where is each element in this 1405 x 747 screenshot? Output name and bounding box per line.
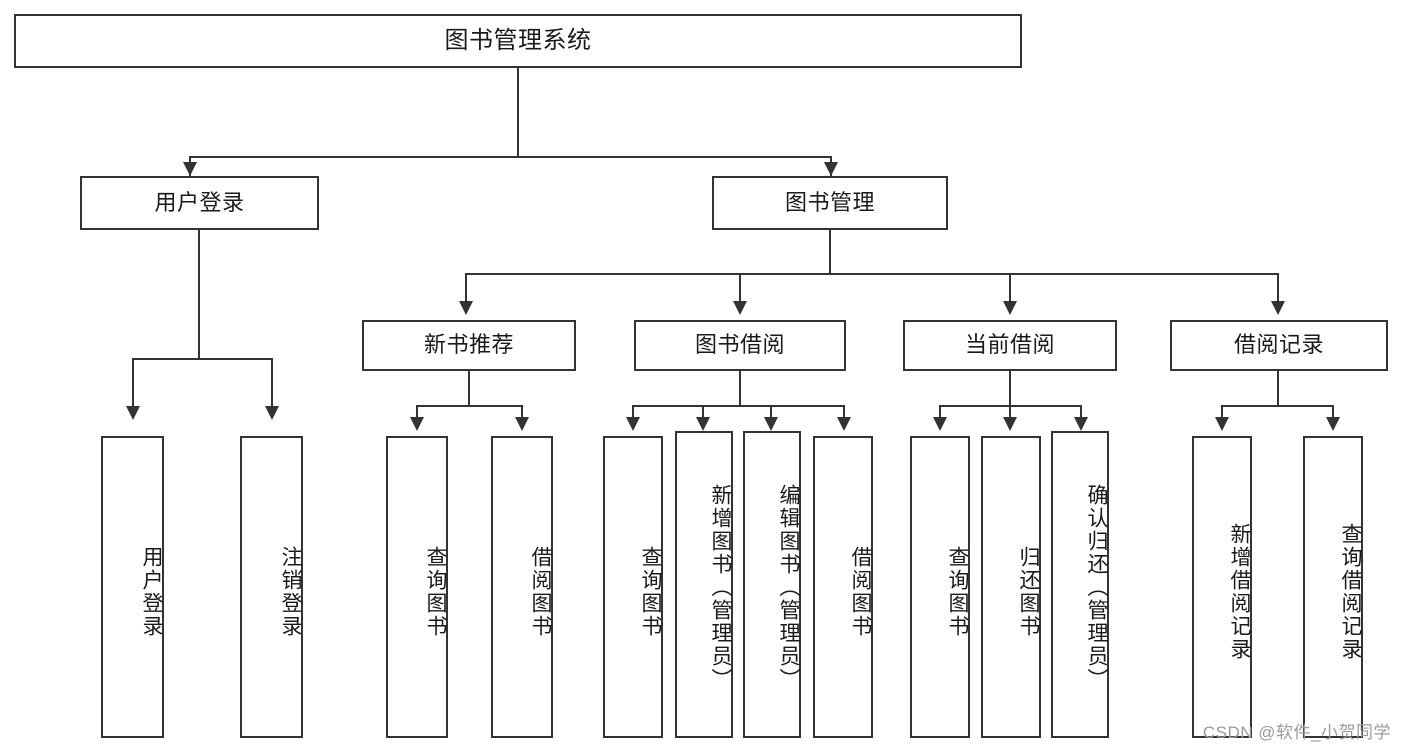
edge-currentborrow-stem xyxy=(1009,371,1011,407)
leaf-bookborrow-query-book[interactable]: 查询图书 xyxy=(603,436,663,738)
edge-drop-br-query xyxy=(1332,405,1334,419)
node-book-borrow[interactable]: 图书借阅 xyxy=(634,320,846,371)
arrow-leaf-user-login xyxy=(126,406,140,420)
arrow-cb-query xyxy=(933,417,947,431)
edge-bookborrow-stem xyxy=(739,371,741,407)
arrow-nb-borrow xyxy=(515,417,529,431)
arrow-book-mgmt xyxy=(824,162,838,176)
edge-bookmgmt-stem xyxy=(829,230,831,275)
node-current-borrow[interactable]: 当前借阅 xyxy=(903,320,1117,371)
edge-drop-nb-query xyxy=(416,405,418,419)
leaf-currentborrow-query-book[interactable]: 查询图书 xyxy=(910,436,970,738)
arrow-nb-query xyxy=(410,417,424,431)
arrow-bb-borrow xyxy=(837,417,851,431)
arrow-br-query xyxy=(1326,417,1340,431)
edge-drop-br-add xyxy=(1221,405,1223,419)
leaf-currentborrow-return-book[interactable]: 归还图书 xyxy=(981,436,1041,738)
edge-drop-current-borrow xyxy=(1009,273,1011,303)
edge-drop-leaf-logout xyxy=(271,358,273,408)
edge-drop-bb-add xyxy=(702,405,704,419)
node-borrow-record[interactable]: 借阅记录 xyxy=(1170,320,1388,371)
node-user-login[interactable]: 用户登录 xyxy=(80,176,319,230)
arrow-bb-query xyxy=(626,417,640,431)
leaf-bookborrow-edit-book-admin[interactable]: 编辑图书（管理员） xyxy=(743,431,801,738)
arrow-new-book xyxy=(459,301,473,315)
edge-newbook-bus xyxy=(417,405,523,407)
edge-borrowrecord-stem xyxy=(1277,371,1279,407)
leaf-borrowrecord-query-record[interactable]: 查询借阅记录 xyxy=(1303,436,1363,738)
node-new-book-recommend[interactable]: 新书推荐 xyxy=(362,320,576,371)
arrow-borrow-record xyxy=(1271,301,1285,315)
node-book-management[interactable]: 图书管理 xyxy=(712,176,948,230)
edge-userlogin-bus xyxy=(133,358,273,360)
edge-drop-borrow-record xyxy=(1277,273,1279,303)
edge-drop-cb-confirm xyxy=(1080,405,1082,419)
leaf-borrowrecord-add-record[interactable]: 新增借阅记录 xyxy=(1192,436,1252,738)
edge-level1-bus xyxy=(190,156,832,158)
arrow-current-borrow xyxy=(1003,301,1017,315)
arrow-bb-edit xyxy=(764,417,778,431)
edge-drop-leaf-user-login xyxy=(132,358,134,408)
arrow-cb-return xyxy=(1003,417,1017,431)
arrow-cb-confirm xyxy=(1074,417,1088,431)
arrow-leaf-logout xyxy=(265,406,279,420)
leaf-bookborrow-add-book-admin[interactable]: 新增图书（管理员） xyxy=(675,431,733,738)
edge-drop-nb-borrow xyxy=(521,405,523,419)
edge-borrowrecord-bus xyxy=(1222,405,1334,407)
edge-bookborrow-bus xyxy=(633,405,845,407)
edge-drop-book-borrow xyxy=(739,273,741,303)
edge-drop-cb-return xyxy=(1009,405,1011,419)
edge-root-stem xyxy=(517,68,519,158)
edge-currentborrow-bus xyxy=(940,405,1082,407)
edge-drop-bb-query xyxy=(632,405,634,419)
edge-drop-new-book xyxy=(465,273,467,303)
arrow-br-add xyxy=(1215,417,1229,431)
node-root-system[interactable]: 图书管理系统 xyxy=(14,14,1022,68)
leaf-bookborrow-borrow-book[interactable]: 借阅图书 xyxy=(813,436,873,738)
edge-level2-bus xyxy=(466,273,1278,275)
leaf-user-login[interactable]: 用户登录 xyxy=(101,436,164,738)
leaf-logout[interactable]: 注销登录 xyxy=(240,436,303,738)
edge-drop-cb-query xyxy=(939,405,941,419)
arrow-bb-add xyxy=(696,417,710,431)
leaf-newbook-query-book[interactable]: 查询图书 xyxy=(386,436,448,738)
leaf-currentborrow-confirm-return-admin[interactable]: 确认归还（管理员） xyxy=(1051,431,1109,738)
arrow-book-borrow xyxy=(733,301,747,315)
edge-drop-bb-edit xyxy=(770,405,772,419)
arrow-user-login xyxy=(183,162,197,176)
leaf-newbook-borrow-book[interactable]: 借阅图书 xyxy=(491,436,553,738)
edge-drop-bb-borrow xyxy=(843,405,845,419)
edge-userlogin-stem xyxy=(198,230,200,360)
edge-newbook-stem xyxy=(468,371,470,407)
